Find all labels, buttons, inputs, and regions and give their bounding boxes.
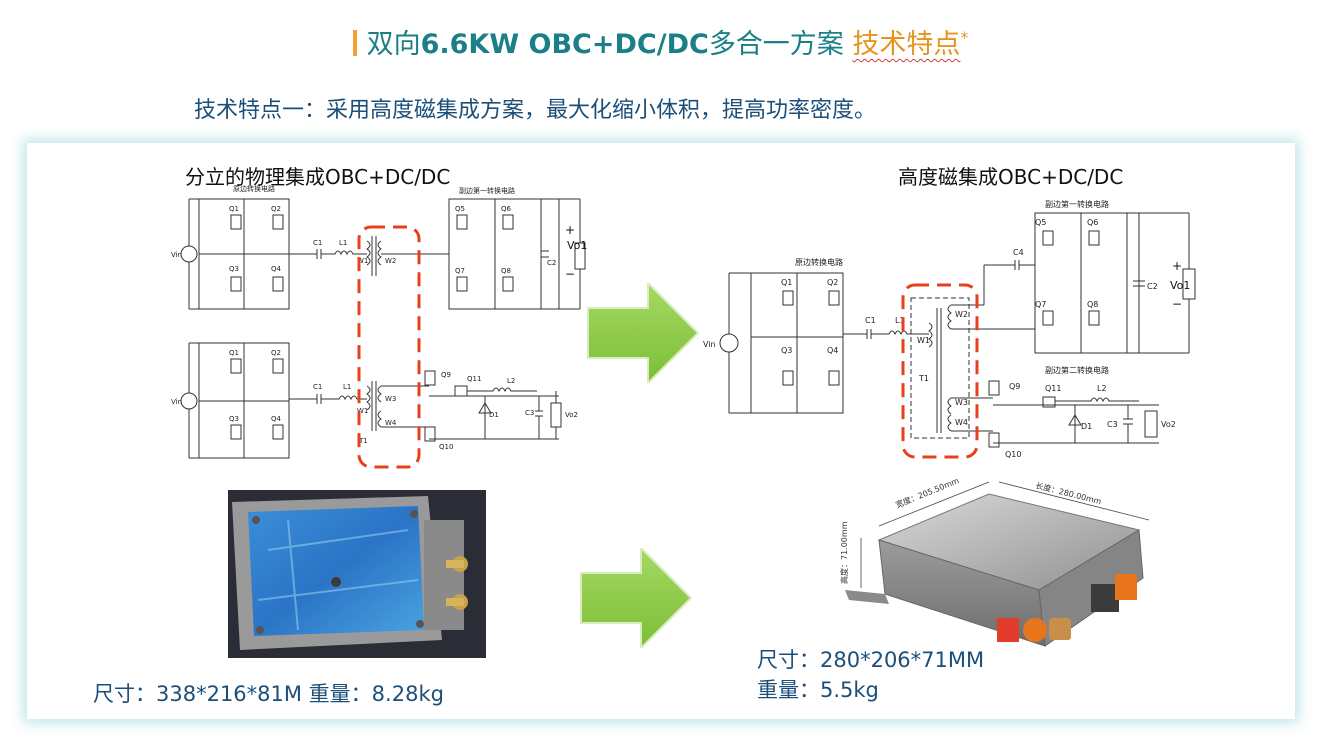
label-q7-left: Q7 [455,267,465,275]
label-w1-top: W1 [357,257,368,265]
label-q1-bottom: Q1 [229,349,239,357]
integrated-module-render: 宽度：205.50mm 长度：280.00mm 高度：71.00mm [839,475,1161,676]
title-star: * [960,28,969,47]
label-q2-top: Q2 [271,205,281,213]
right-caption: 高度磁集成OBC+DC/DC [898,165,1124,189]
label-q4-bottom: Q4 [271,415,282,423]
label-w2-right: W2 [955,310,968,319]
label-q10-left: Q10 [439,443,453,451]
label-c2-right: C2 [1147,282,1158,291]
label-c1-bottom: C1 [313,383,322,391]
label-l1-bottom: L1 [343,383,351,391]
label-l2-right: L2 [1097,384,1107,393]
dim-height: 高度：71.00mm [839,521,849,584]
label-primary-circuit-right: 原边转换电路 [795,257,843,267]
label-q3-right: Q3 [781,346,792,355]
slide-subtitle: 技术特点一：采用高度磁集成方案，最大化缩小体积，提高功率密度。 [194,98,877,123]
label-q5-right: Q5 [1035,218,1046,227]
title-part-2: 6.6KW OBC+DC/DC [420,29,709,60]
label-vo1-right: Vo1 [1170,279,1191,292]
label-l1-top: L1 [339,239,347,247]
label-c1-right: C1 [865,316,876,325]
label-q7-right: Q7 [1035,300,1046,309]
label-w3-left: W3 [385,395,396,403]
label-secondary-circuit-2-right: 副边第二转换电路 [1045,365,1109,375]
label-q11-right: Q11 [1045,384,1061,393]
label-vin-bottom: Vin [171,398,182,406]
label-q9-right: Q9 [1009,382,1020,391]
label-q4-right: Q4 [827,346,838,355]
label-l2-left: L2 [507,377,515,385]
label-w1-bottom: W1 [357,407,368,415]
label-w3-right: W3 [955,398,968,407]
label-q10-right: Q10 [1005,450,1021,459]
label-minus-right: − [1172,297,1183,311]
magnetic-integration-highlight-right [901,283,979,459]
label-t1-left: T1 [358,437,368,445]
label-vin-right: Vin [703,340,716,349]
label-q8-right: Q8 [1087,300,1098,309]
label-w4-left: W4 [385,419,397,427]
label-primary-circuit: 原边转换电路 [233,184,275,193]
title-part-1: 双向 [366,29,421,60]
label-d1-left: D1 [489,411,499,419]
label-vin-top: Vin [171,251,182,259]
label-q2-bottom: Q2 [271,349,281,357]
label-q5-left: Q5 [455,205,465,213]
label-d1-right: D1 [1081,422,1092,431]
label-t1-right: T1 [918,374,929,383]
label-c3-left: C3 [525,409,534,417]
left-schematic: 原边转换电路 副边第一转换电路 Vin Vin Q1 Q2 Q3 Q4 Q1 Q… [171,184,586,469]
right-schematic: 原边转换电路 副边第一转换电路 副边第二转换电路 Vin Q1 Q2 Q3 Q4… [703,199,1196,459]
label-vo1-left: Vo1 [567,239,588,252]
magnetic-integration-highlight-left [357,225,421,469]
label-plus-left: + [565,223,576,237]
label-w4-right: W4 [955,418,968,427]
left-caption: 分立的物理集成OBC+DC/DC [185,165,451,189]
right-spec-size: 尺寸：280*206*71MM [757,648,985,672]
label-q9-left: Q9 [441,371,451,379]
slide-title: 双向6.6KW OBC+DC/DC多合一方案 技术特点* [0,22,1321,66]
title-part-3: 多合一方案 [708,29,844,60]
discrete-module-photo [228,490,486,658]
label-q8-left: Q8 [501,267,511,275]
label-secondary-circuit-1-right: 副边第一转换电路 [1045,199,1109,209]
label-minus-left: − [565,267,576,281]
label-q4-top: Q4 [271,265,282,273]
label-q1-top: Q1 [229,205,239,213]
label-c2-left: C2 [547,259,556,267]
label-q6-left: Q6 [501,205,512,213]
label-q1-right: Q1 [781,278,792,287]
content-panel: 分立的物理集成OBC+DC/DC 高度磁集成OBC+DC/DC [27,143,1295,719]
label-vo2-left: Vo2 [565,411,578,419]
title-accent-bar [352,30,357,56]
arrow-bottom [580,548,693,648]
label-q2-right: Q2 [827,278,838,287]
label-q3-bottom: Q3 [229,415,239,423]
label-secondary-circuit-1: 副边第一转换电路 [459,186,515,195]
label-q3-top: Q3 [229,265,239,273]
dim-width: 宽度：205.50mm [894,478,961,510]
label-q11-left: Q11 [467,375,481,383]
label-q6-right: Q6 [1087,218,1098,227]
label-vo2-right: Vo2 [1161,420,1176,429]
right-spec-weight: 重量：5.5kg [757,678,879,702]
label-c3-right: C3 [1107,420,1118,429]
label-c1-top: C1 [313,239,322,247]
label-c4-right: C4 [1013,248,1024,257]
label-w1-right: W1 [917,336,930,345]
label-l1-right: L1 [895,316,905,325]
label-plus-right: + [1172,259,1183,273]
arrow-top [587,283,700,383]
left-spec: 尺寸：338*216*81M 重量：8.28kg [93,682,444,706]
label-w2-top: W2 [385,257,396,265]
title-highlight: 技术特点 [852,29,961,60]
